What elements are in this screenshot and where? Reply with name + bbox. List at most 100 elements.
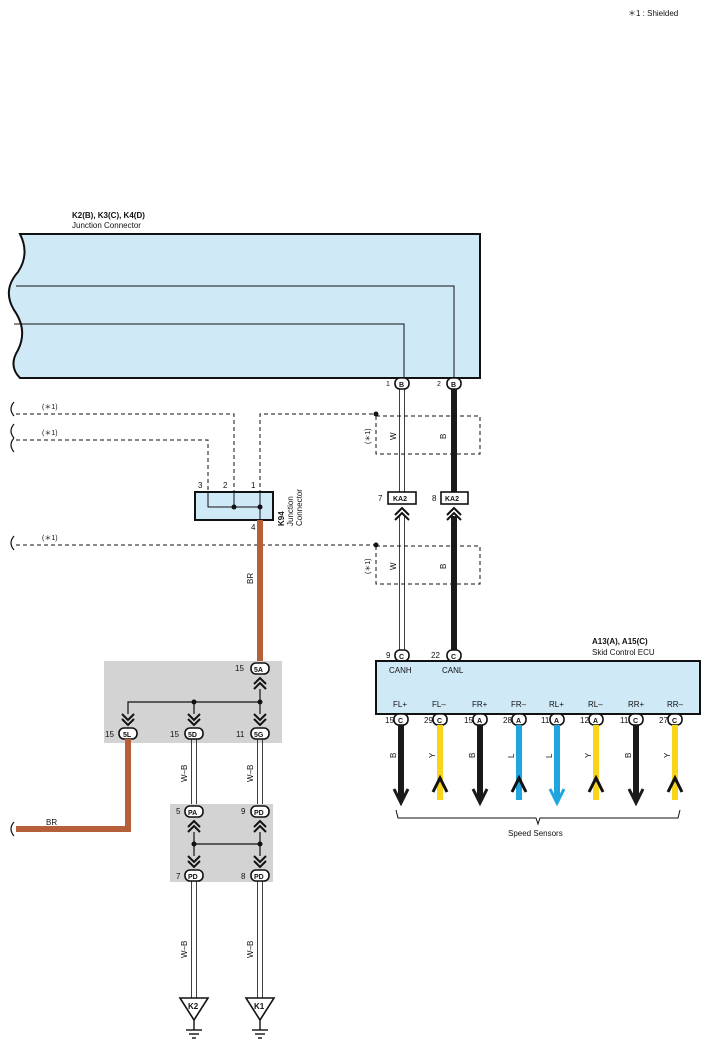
jb1-pin-5d-num: 15	[170, 730, 179, 739]
ka2-right-code: KA2	[445, 496, 459, 503]
internal-line-2	[14, 323, 405, 378]
terminal-wire-color-fr-minus: L	[507, 753, 516, 758]
jb2-pin-pa-num: 5	[176, 807, 181, 816]
top-junction-connector-box	[7, 233, 481, 379]
ecu-canh-label: CANH	[389, 666, 412, 675]
terminal-code-rr-minus: C	[672, 718, 677, 725]
br-break	[10, 821, 15, 837]
k94-dot-1	[231, 504, 237, 510]
terminal-arrow-rr-plus	[627, 788, 645, 807]
terminal-num-rl-minus: 12	[580, 716, 589, 725]
terminal-wire-color-fl-minus: Y	[428, 752, 437, 758]
ecu-pin-canh-num: 9	[386, 651, 391, 660]
jb1-pin-5g-num: 11	[236, 730, 245, 739]
top-pin-1-code: B	[399, 382, 404, 389]
jb2-pin-pd-b1-code: PD	[188, 874, 198, 881]
jb1-top-code: 5A	[254, 667, 263, 674]
ka2-left	[387, 491, 417, 505]
terminal-wire-color-rl-plus: L	[545, 753, 554, 758]
terminal-wire-color-rr-minus: Y	[663, 752, 672, 758]
jb2-dot-2	[257, 841, 263, 847]
jb2-pin-pa	[184, 805, 204, 818]
terminal-label-fl-minus: FL–	[432, 700, 446, 709]
ground-k1	[244, 997, 276, 1039]
ka2-left-code: KA2	[393, 496, 407, 503]
top-connector-title: K2(B), K3(C), K4(D)	[72, 211, 145, 220]
br-label-horizontal: BR	[46, 818, 57, 827]
ka2-left-num: 7	[378, 494, 383, 503]
shield-box-lower	[375, 545, 481, 585]
ground-k2	[178, 997, 210, 1039]
jb2-chevron-pd-b2	[253, 855, 267, 869]
jb2-pin-pa-code: PA	[188, 810, 197, 817]
terminal-num-rl-plus: 11	[541, 716, 550, 725]
ecu-canl-label: CANL	[442, 666, 464, 675]
ka2-left-chevron	[394, 506, 410, 521]
jb1-chevron-5g	[253, 713, 267, 727]
terminal-code-rl-plus: A	[554, 718, 559, 725]
ground-k1-label: K1	[254, 1002, 265, 1011]
terminal-num-fl-plus: 15	[385, 716, 394, 725]
terminal-num-fr-plus: 15	[464, 716, 473, 725]
shield-mark-3: (＊1)	[42, 535, 58, 542]
jb1-top-chevron	[253, 676, 267, 690]
terminal-num-rr-minus: 27	[659, 716, 668, 725]
jb1-pin-5d	[184, 727, 204, 740]
terminal-label-rr-minus: RR–	[667, 700, 684, 709]
ecu-pin-canh-code: C	[399, 654, 404, 661]
shield-dashed-lines	[16, 413, 376, 546]
shield-mark-2: (＊1)	[42, 430, 58, 437]
terminal-label-rr-plus: RR+	[628, 700, 645, 709]
top-pin-1-num: 1	[386, 381, 390, 388]
jb2-pin-pd-top	[250, 805, 270, 818]
shield-junction-dot-lower	[373, 542, 379, 548]
jb1-pin-5g-code: 5G	[254, 732, 264, 739]
terminal-arrow-rl-minus	[587, 774, 605, 793]
terminal-wire-color-rr-plus: B	[624, 753, 633, 758]
br-label-vertical: BR	[246, 573, 255, 584]
wire-color-w-upper: W	[389, 432, 398, 440]
shield-junction-dot-upper	[373, 411, 379, 417]
jb2-chevron-pd	[253, 819, 267, 833]
ecu-box	[375, 660, 701, 715]
wb-wires-upper	[191, 739, 263, 804]
jb1-pin-5g	[250, 727, 270, 740]
jb2-dot-1	[191, 841, 197, 847]
jb2-pin-pd-b2	[250, 869, 270, 882]
ecu-title: A13(A), A15(C)	[592, 637, 648, 646]
terminal-label-rl-plus: RL+	[549, 700, 564, 709]
terminal-code-fl-plus: C	[398, 718, 403, 725]
ecu-subtitle: Skid Control ECU	[592, 648, 655, 657]
terminal-code-fr-plus: A	[477, 718, 482, 725]
wb-label-4: W–B	[246, 941, 255, 958]
can-w-wire	[399, 389, 405, 650]
jb2-pin-pd-top-num: 9	[241, 807, 246, 816]
terminal-code-fl-minus: C	[437, 718, 442, 725]
jb2-pin-pd-b1	[184, 869, 204, 882]
jb1-top-pin	[250, 662, 270, 675]
terminal-num-rr-plus: 11	[620, 716, 629, 725]
ka2-right-num: 8	[432, 494, 437, 503]
terminal-label-fr-minus: FR–	[511, 700, 527, 709]
k94-pin3: 3	[198, 481, 203, 490]
terminal-wire-color-fr-plus: B	[468, 753, 477, 758]
jb2-pin-pd-b2-code: PD	[254, 874, 264, 881]
legend-note: ＊1 : Shielded	[628, 9, 678, 18]
terminal-arrow-rl-plus	[548, 788, 566, 807]
wb-wires-lower	[191, 881, 263, 998]
br-wire-horizontal	[16, 739, 131, 832]
k94-name-1: Junction	[286, 496, 295, 526]
ecu-pin-canl-code: C	[451, 654, 456, 661]
k94-name-2: Connector	[295, 489, 304, 526]
shield-mark-1: (＊1)	[42, 404, 58, 411]
terminal-label-fr-plus: FR+	[472, 700, 488, 709]
top-pin-2-code: B	[451, 382, 456, 389]
shield-mark-upper: (＊1)	[365, 428, 372, 444]
speed-sensors-bracket	[395, 809, 681, 826]
ground-k2-label: K2	[188, 1002, 199, 1011]
jb1-top-num: 15	[235, 664, 244, 673]
wb-label-2: W–B	[246, 765, 255, 782]
terminal-arrow-fl-plus	[392, 788, 410, 807]
